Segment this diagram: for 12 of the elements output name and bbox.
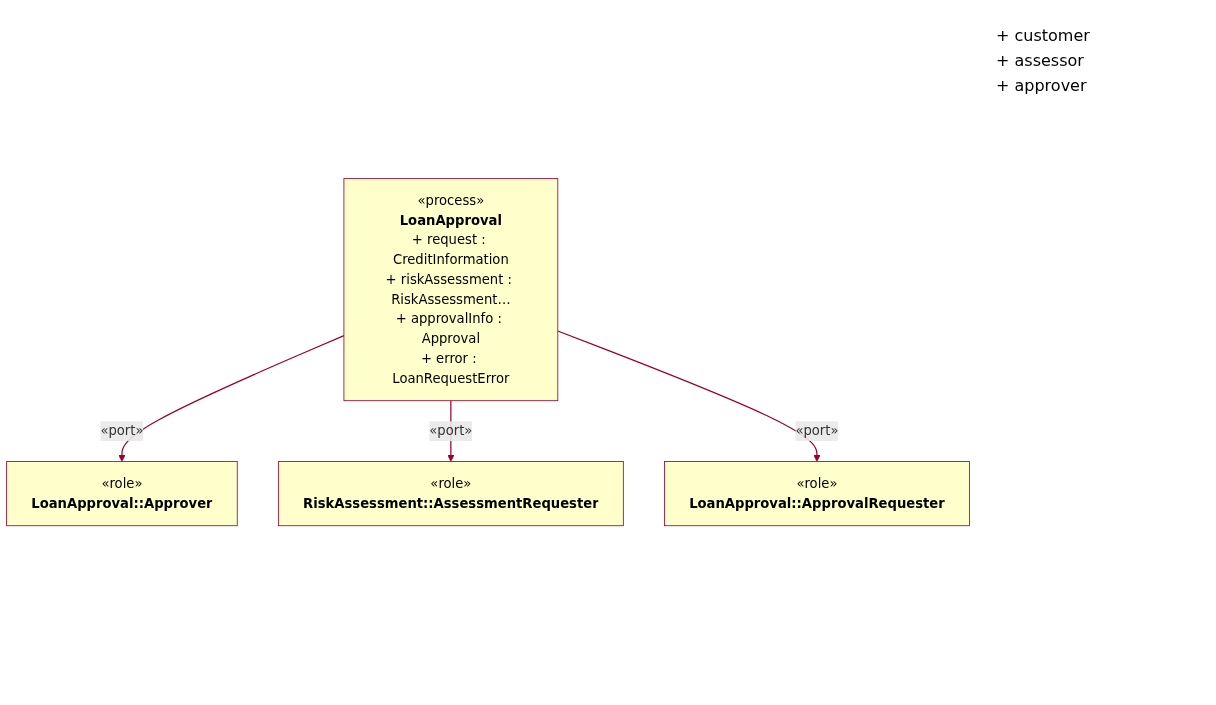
edge-label: «port»: [100, 423, 144, 439]
role-name-label: + customer: [996, 26, 1091, 45]
node-box: «role» LoanApproval::Approver: [6, 461, 238, 527]
arrow: [118, 335, 345, 463]
arrow: [557, 330, 821, 463]
role-name-label: + assessor: [996, 51, 1085, 70]
node-box: «process» LoanApproval + request : CreditInformation + riskAssessment : RiskAssessment… + approvalInfo : Approval + error : LoanRequestError: [343, 178, 559, 402]
node-box: «role» LoanApproval::ApprovalRequester: [664, 461, 970, 527]
role-name-label: + approver: [996, 76, 1088, 95]
node-box: «role» RiskAssessment::AssessmentRequester: [277, 461, 624, 527]
edge-label: «port»: [429, 423, 473, 439]
edge-label: «port»: [795, 423, 839, 439]
